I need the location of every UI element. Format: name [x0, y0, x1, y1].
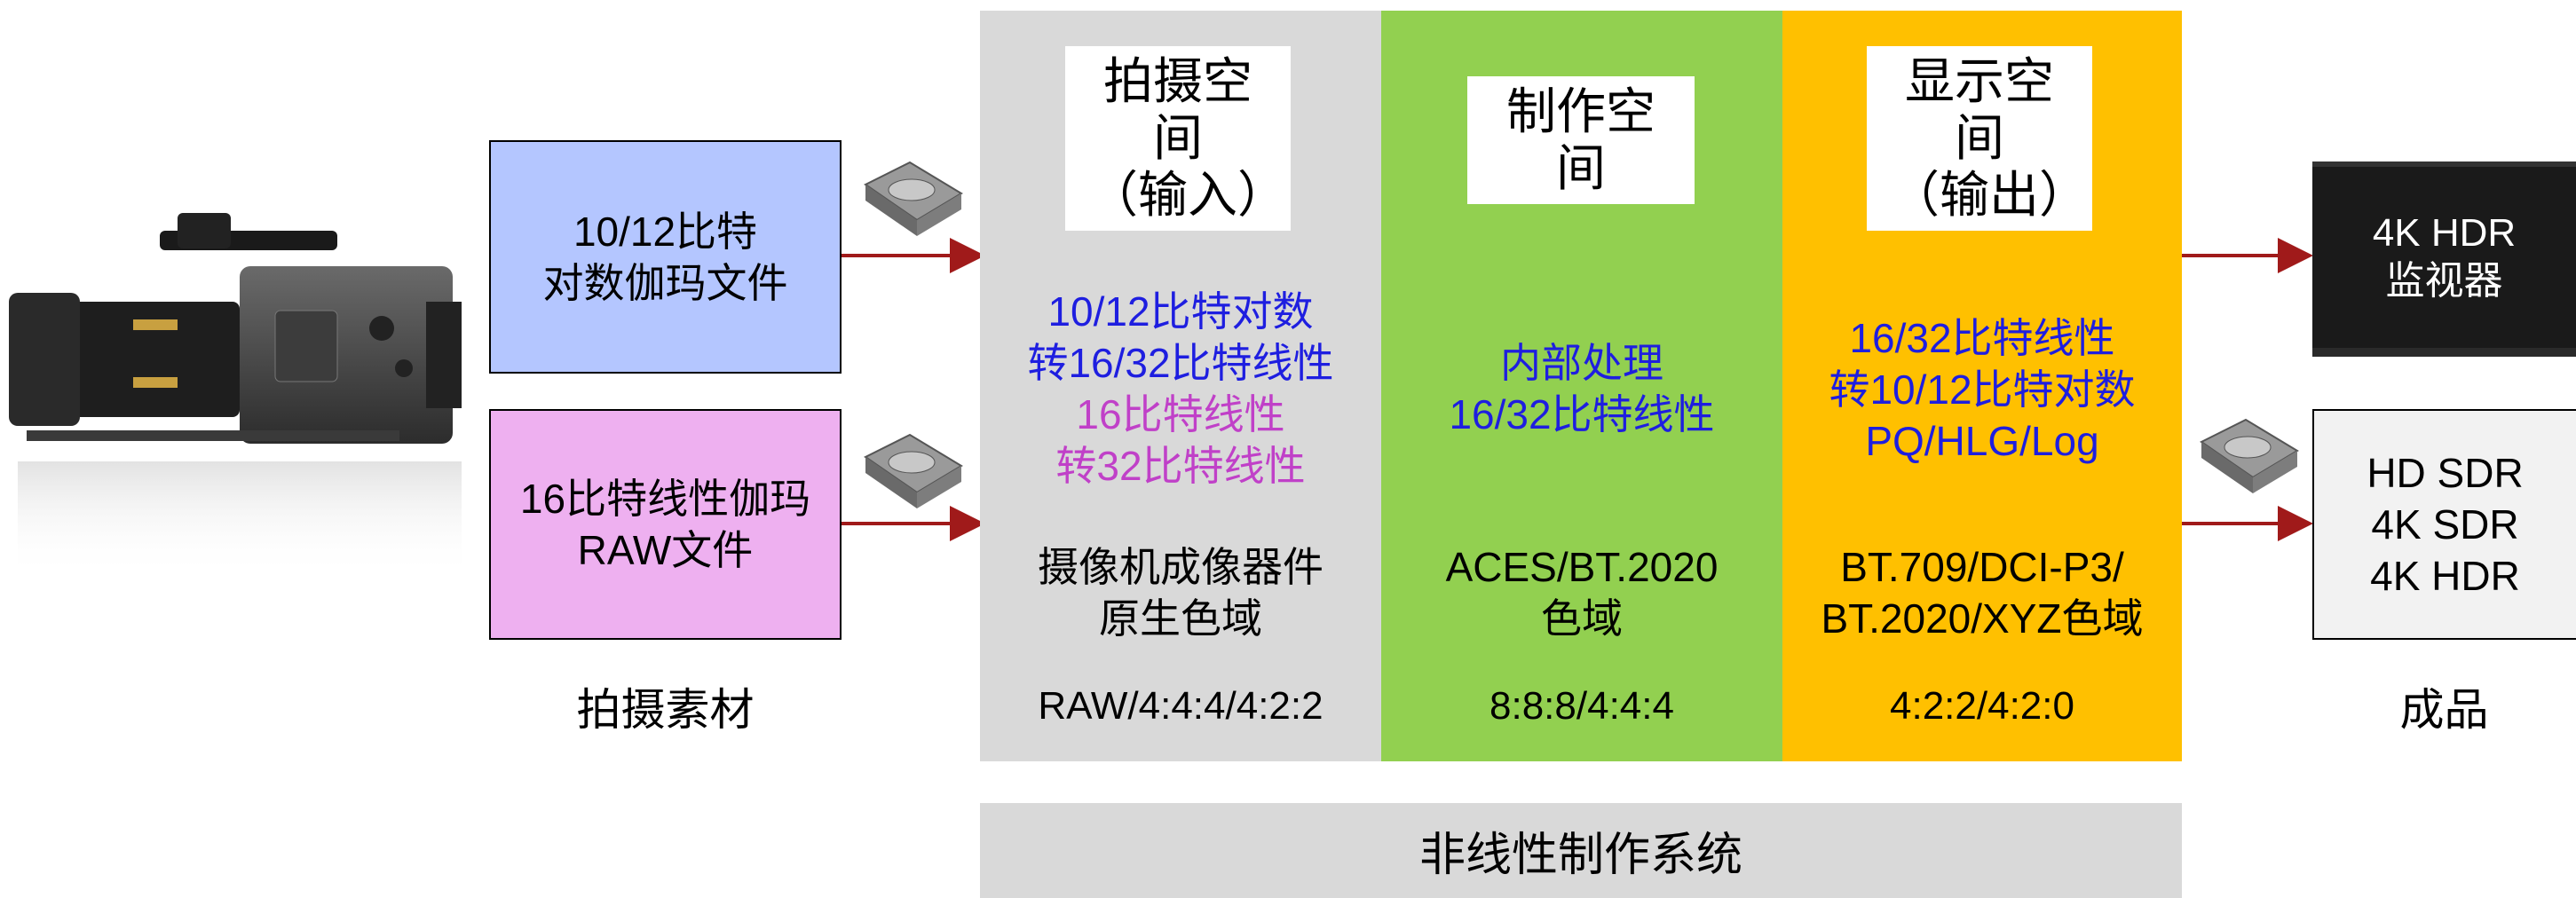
capture-process-line-3: 16比特线性: [1076, 391, 1285, 437]
nle-system-bar: 非线性制作系统: [980, 803, 2182, 898]
display-process-line-2: 转10/12比特对数: [1829, 366, 2136, 413]
display-gamut-line-1: BT.709/DCI-P3/: [1840, 544, 2124, 590]
capture-gamut-line-2: 原生色域: [1099, 595, 1262, 642]
products-box: HD SDR 4K SDR 4K HDR: [2312, 409, 2576, 640]
source-caption: 拍摄素材: [576, 685, 755, 735]
display-space-column: 显示空间 （输出） 16/32比特线性 转10/12比特对数 PQ/HLG/Lo…: [1782, 11, 2182, 761]
working-process-line-1: 内部处理: [1500, 340, 1663, 386]
display-process-text: 16/32比特线性 转10/12比特对数 PQ/HLG/Log: [1782, 312, 2182, 467]
working-gamut-line-2: 色域: [1541, 595, 1623, 642]
display-gamut-text: BT.709/DCI-P3/ BT.2020/XYZ色域: [1782, 541, 2182, 644]
log-file-line-2: 对数伽玛文件: [542, 259, 788, 306]
capture-space-column: 拍摄空间 （输入） 10/12比特对数 转16/32比特线性 16比特线性 转3…: [980, 11, 1381, 761]
display-space-title: 显示空间 （输出）: [1867, 46, 2092, 231]
display-process-line-1: 16/32比特线性: [1849, 315, 2115, 361]
working-gamut-line-1: ACES/BT.2020: [1445, 544, 1719, 590]
capture-title-line-1: 拍摄空间: [1103, 53, 1252, 166]
capture-gamut-line-1: 摄像机成像器件: [1038, 544, 1324, 590]
working-space-column: 制作空间 内部处理 16/32比特线性 ACES/BT.2020 色域 8:8:…: [1381, 11, 1782, 761]
nle-system-label: 非线性制作系统: [1418, 830, 1742, 881]
raw-file-line-1: 16比特线性伽玛: [519, 476, 811, 522]
working-process-text: 内部处理 16/32比特线性: [1381, 337, 1782, 440]
monitor-line-2: 监视器: [2385, 259, 2503, 303]
hdr-monitor: 4K HDR 监视器: [2312, 161, 2576, 348]
capture-process-line-4: 转32比特线性: [1055, 443, 1306, 489]
hard-drive-icon: [857, 158, 968, 247]
log-gamma-file-box: 10/12比特 对数伽玛文件: [489, 140, 842, 374]
capture-process-line-1: 10/12比特对数: [1047, 288, 1314, 335]
capture-title-line-2: （输入）: [1088, 167, 1287, 223]
monitor-line-1: 4K HDR: [2372, 211, 2517, 255]
log-file-line-1: 10/12比特: [573, 208, 758, 255]
raw-file-box: 16比特线性伽玛 RAW文件: [489, 409, 842, 640]
working-space-title: 制作空间: [1467, 76, 1695, 204]
capture-space-title: 拍摄空间 （输入）: [1065, 46, 1291, 231]
monitor-stand: [2312, 348, 2576, 357]
working-sampling-text: 8:8:8/4:4:4: [1489, 684, 1674, 728]
products-caption: 成品: [2399, 685, 2489, 735]
display-title-line-2: （输出）: [1890, 167, 2089, 223]
product-line-2: 4K SDR: [2371, 501, 2519, 547]
cinema-camera-image: [9, 213, 470, 586]
working-gamut-text: ACES/BT.2020 色域: [1381, 541, 1782, 644]
display-gamut-line-2: BT.2020/XYZ色域: [1821, 595, 2144, 642]
hard-drive-icon: [2193, 415, 2303, 504]
display-title-line-1: 显示空间: [1905, 53, 2054, 166]
capture-gamut-text: 摄像机成像器件 原生色域: [980, 541, 1381, 644]
product-line-1: HD SDR: [2367, 450, 2524, 496]
raw-file-line-2: RAW文件: [577, 527, 754, 573]
capture-process-text: 10/12比特对数 转16/32比特线性 16比特线性 转32比特线性: [980, 286, 1381, 492]
display-sampling-text: 4:2:2/4:2:0: [1890, 684, 2074, 728]
capture-process-line-2: 转16/32比特线性: [1027, 340, 1334, 386]
display-process-line-3: PQ/HLG/Log: [1865, 418, 2099, 464]
capture-sampling-text: RAW/4:4:4/4:2:2: [1038, 684, 1324, 728]
working-process-line-2: 16/32比特线性: [1449, 391, 1715, 437]
product-line-3: 4K HDR: [2370, 553, 2520, 599]
hard-drive-icon: [857, 430, 968, 519]
working-title-line-1: 制作空间: [1506, 83, 1655, 196]
